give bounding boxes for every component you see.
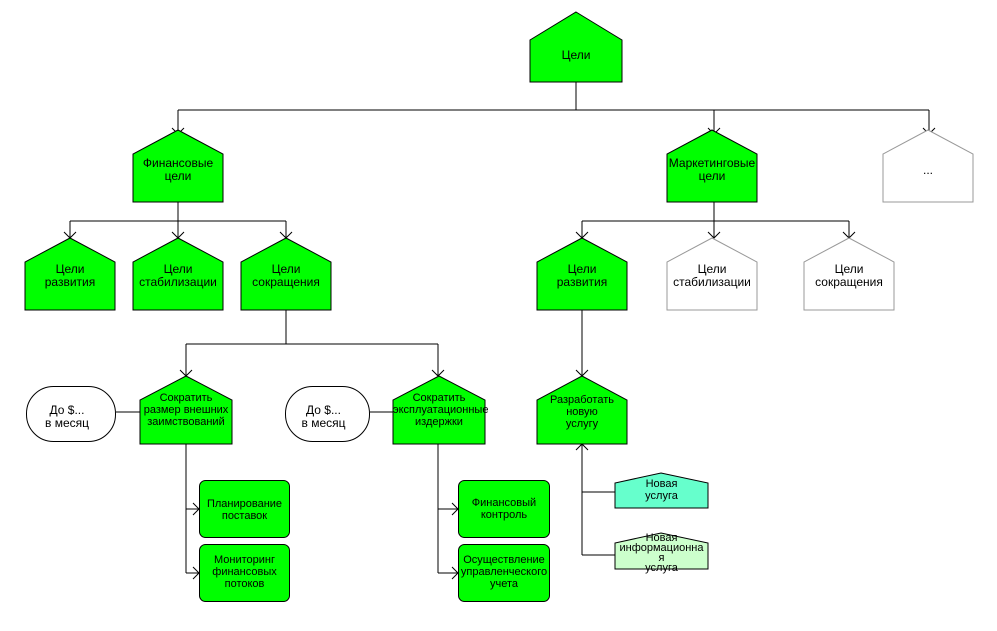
- flow-monitoring-node: Мониторинг финансовых потоков: [199, 544, 290, 602]
- other-goals-node: ...: [882, 129, 974, 203]
- marketing-goals-label: Маркетинговые цели: [668, 156, 756, 183]
- develop-service-node: Разработать новую услугу: [536, 375, 628, 445]
- financial-goals-node: Финансовые цели: [132, 129, 224, 203]
- fin-development-node: Цели развития: [24, 237, 116, 311]
- mkt-development-label: Цели развития: [556, 262, 608, 289]
- fin-reduction-node: Цели сокращения: [240, 237, 332, 311]
- new-service-node: Новая услуга: [614, 472, 709, 509]
- management-accounting-label: Осуществление управленческого учета: [460, 554, 548, 590]
- fin-development-label: Цели развития: [44, 262, 96, 289]
- financial-control-label: Финансовый контроль: [471, 497, 537, 521]
- mkt-stabilization-node: Цели стабилизации: [666, 237, 758, 311]
- marketing-goals-node: Маркетинговые цели: [666, 129, 758, 203]
- borrowings-limit-label: До $... в месяц: [44, 403, 89, 430]
- mkt-stabilization-label: Цели стабилизации: [673, 262, 751, 289]
- supply-planning-label: Планирование поставок: [206, 498, 283, 522]
- mkt-reduction-label: Цели сокращения: [815, 262, 883, 289]
- fin-stabilization-label: Цели стабилизации: [139, 262, 217, 289]
- new-info-service-node: Новая информационна я услуга: [614, 532, 709, 574]
- root-goal-node: Цели: [529, 11, 623, 83]
- reduce-borrowings-label: Сократить размер внешних заимствований: [143, 392, 229, 428]
- fin-stabilization-node: Цели стабилизации: [132, 237, 224, 311]
- new-info-service-label: Новая информационна я услуга: [619, 532, 704, 574]
- supply-planning-node: Планирование поставок: [199, 480, 290, 538]
- other-goals-label: ...: [922, 163, 933, 177]
- fin-reduction-label: Цели сокращения: [252, 262, 320, 289]
- mkt-development-node: Цели развития: [536, 237, 628, 311]
- financial-goals-label: Финансовые цели: [142, 156, 214, 183]
- costs-limit-node: До $... в месяц: [285, 386, 370, 442]
- financial-control-node: Финансовый контроль: [458, 480, 550, 538]
- borrowings-limit-node: До $... в месяц: [26, 386, 116, 442]
- reduce-costs-node: Сократить эксплуатационные издержки: [392, 375, 489, 445]
- management-accounting-node: Осуществление управленческого учета: [458, 544, 550, 602]
- root-goal-label: Цели: [561, 48, 591, 62]
- new-service-label: Новая услуга: [645, 478, 678, 502]
- mkt-reduction-node: Цели сокращения: [803, 237, 895, 311]
- reduce-costs-label: Сократить эксплуатационные издержки: [393, 392, 489, 428]
- reduce-borrowings-node: Сократить размер внешних заимствований: [139, 375, 233, 445]
- develop-service-label: Разработать новую услугу: [550, 394, 614, 430]
- flow-monitoring-label: Мониторинг финансовых потоков: [212, 554, 277, 590]
- costs-limit-label: До $... в месяц: [301, 403, 346, 430]
